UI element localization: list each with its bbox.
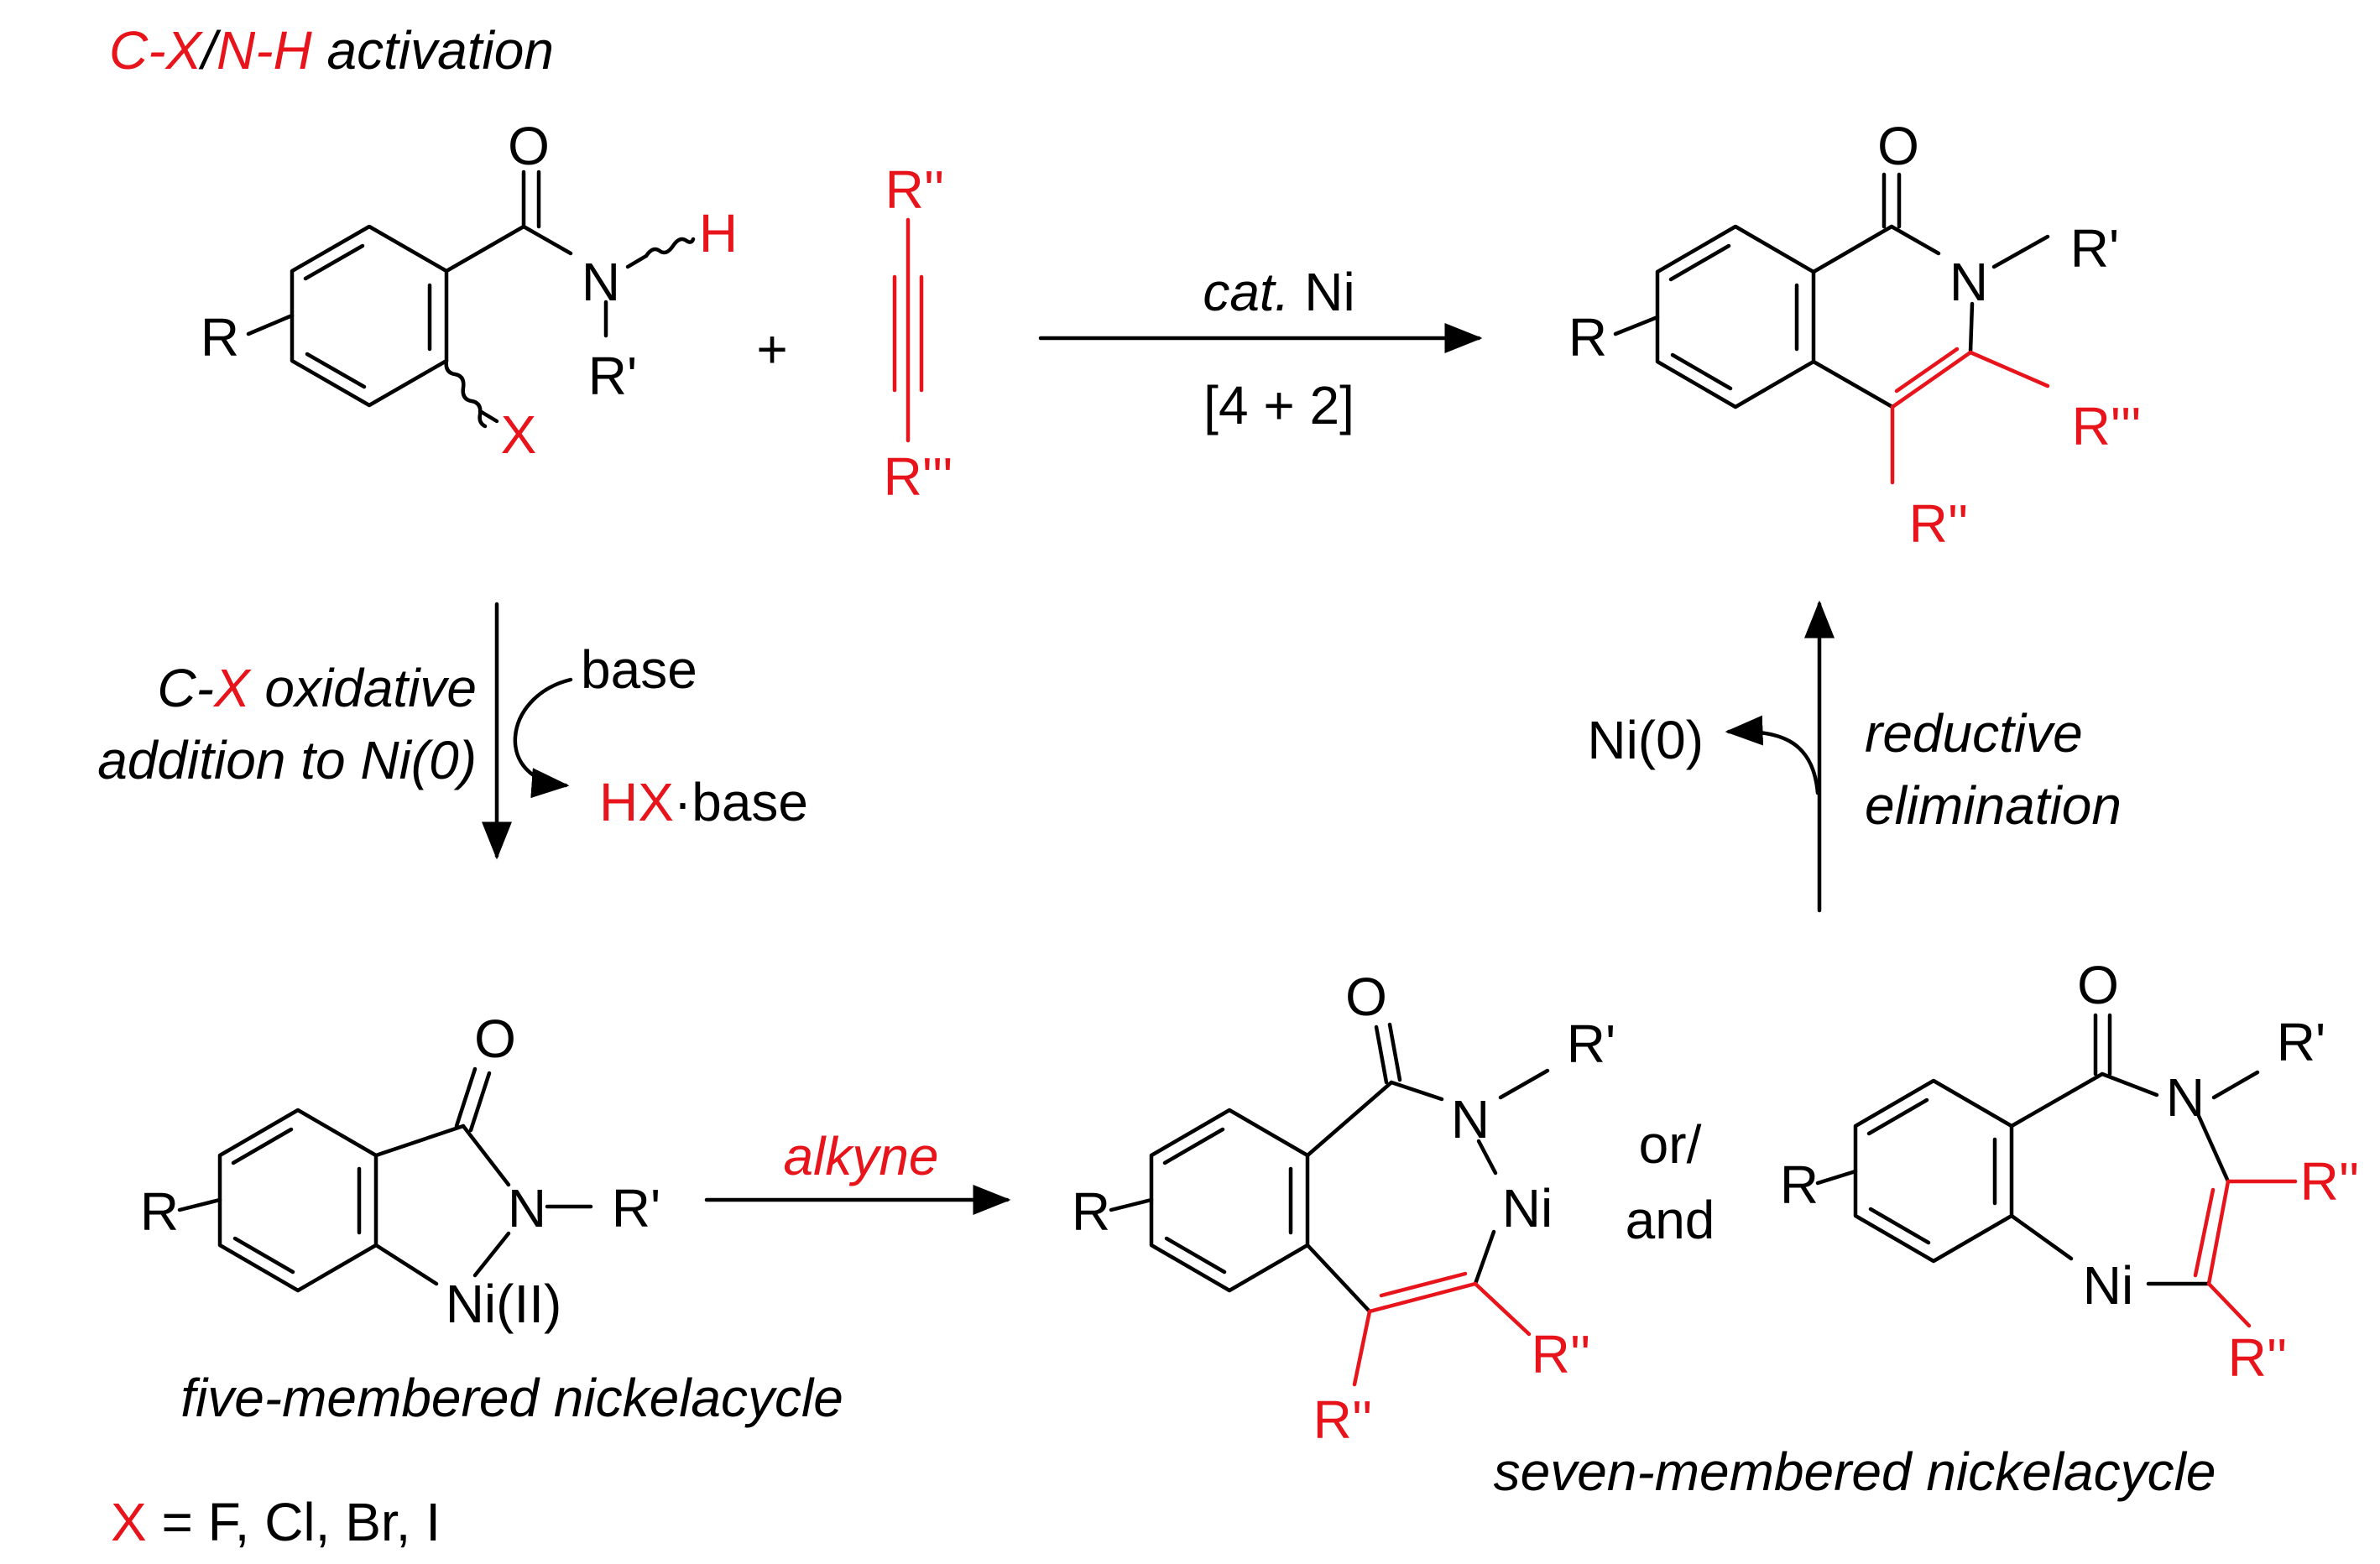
seven-a-vinyl-substituent-right: R'' [1532,1324,1591,1384]
seven-membered-nickelacycle-a: O N R' Ni R'' R'' R [1072,967,1615,1450]
product-atom-o: O [1877,116,1919,176]
atom-h: H [699,203,738,263]
atom-x: X [501,404,537,465]
x-definition: X = F, Cl, Br, I [111,1492,441,1552]
seven-b-vinyl-substituent-upper: R'' [2300,1151,2360,1212]
product-atom-n: N [1949,252,1988,312]
seven-membered-caption: seven-membered nickelacycle [1494,1441,2216,1502]
five-ring-atom-n: N [508,1178,546,1238]
alkyne-top-substituent: R'' [885,159,945,220]
five-ring-atom-o: O [474,1009,516,1069]
seven-a-ring-substituent: R [1072,1181,1110,1242]
product-c4-substituent: R'' [1909,493,1969,554]
five-ring-n-substituent: R' [612,1178,660,1238]
seven-b-n-substituent: R' [2277,1012,2325,1072]
seven-b-nickel: Ni [2083,1255,2133,1316]
or-and-line2: and [1626,1190,1715,1250]
seven-b-atom-o: O [2077,955,2119,1015]
oxidative-addition-line1: C-X oxidative [157,658,477,718]
product-n-substituent: R' [2070,218,2119,279]
ni0-label: Ni(0) [1587,710,1704,770]
product-c3-substituent: R''' [2072,396,2142,456]
seven-b-atom-n: N [2166,1067,2205,1128]
isoquinolone-product: O N R' R''' R'' R [1568,116,2142,554]
seven-membered-nickelacycle-b: O N R' Ni R'' R'' R [1780,955,2359,1388]
plus-sign: + [756,319,787,379]
ni0-curved-arrow [1725,715,1820,795]
base-curved-arrow [513,677,573,799]
five-ring-ring-substituent: R [140,1181,179,1242]
top-arrow-label: cat. Ni [1203,262,1354,322]
seven-a-atom-o: O [1345,967,1387,1027]
hx-base-label: HX·base [599,772,808,832]
or-and-line1: or/ [1639,1114,1702,1175]
alkyne-arrow-label: alkyne [784,1126,939,1186]
five-ring-nickel: Ni(II) [446,1274,562,1334]
five-membered-caption: five-membered nickelacycle [180,1368,843,1428]
alkyne-reactant: R'' R''' [884,159,953,507]
base-label: base [581,639,697,700]
reductive-elimination-line1: reductive [1865,703,2083,764]
product-ring-substituent: R [1568,307,1607,368]
atom-r: R [201,307,239,368]
alkyne-bottom-substituent: R''' [884,446,953,507]
seven-a-vinyl-substituent-left: R'' [1313,1389,1373,1450]
seven-b-ring-substituent: R [1780,1155,1819,1215]
seven-b-vinyl-substituent-lower: R'' [2228,1327,2288,1388]
seven-a-atom-n: N [1451,1089,1490,1150]
atom-o: O [508,116,550,176]
seven-a-nickel: Ni [1502,1178,1553,1238]
oxidative-addition-line2: addition to Ni(0) [97,730,477,790]
seven-a-n-substituent: R' [1567,1014,1615,1074]
five-membered-nickelacycle: O N R' Ni(II) R [140,1009,660,1334]
atom-r-prime: R' [588,346,637,406]
benzamide-reactant: O N H R' X R [201,116,738,465]
atom-n: N [582,252,620,312]
title: C-X/N-H activation [109,20,554,81]
top-arrow-cyclo-label: [4 + 2] [1203,375,1354,435]
reductive-elimination-line2: elimination [1865,775,2122,836]
